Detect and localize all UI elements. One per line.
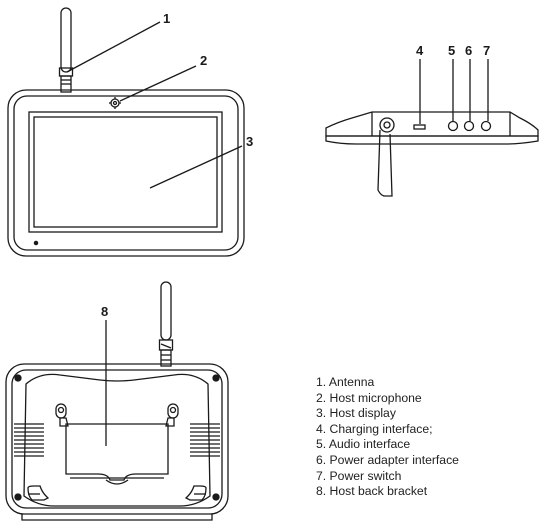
legend-item-power-switch: 7. Power switch [316,468,402,483]
side-housing [325,111,539,145]
microphone-icon [109,97,121,109]
callout-2: 2 [200,53,207,68]
front-view [7,7,245,257]
corner-screws [14,374,220,501]
legend-item-power-adapter-interface: 6. Power adapter interface [316,452,459,467]
front-housing [7,89,245,257]
callout-8: 8 [101,304,108,319]
callout-4: 4 [416,43,424,58]
audio-jack-icon [447,120,459,132]
parts-legend: 1. Antenna 2. Host microphone 3. Host di… [316,375,544,500]
side-stand [377,117,395,197]
foot-left [27,485,50,501]
legend-item-audio-interface: 5. Audio interface [316,437,411,452]
side-view [325,59,539,197]
bracket-hinge-left [55,403,69,427]
legend-item-host-display: 3. Host display [316,406,396,421]
leader-line-3 [149,145,243,189]
front-indicator-dot [33,240,39,246]
legend-item-host-back-bracket: 8. Host back bracket [316,484,428,499]
callout-1: 1 [163,11,170,26]
power-adapter-port-icon [463,120,475,132]
legend-item-charging-interface: 4. Charging interface; [316,421,433,436]
callout-6: 6 [465,43,472,58]
legend-item-antenna: 1. Antenna [316,375,375,389]
speaker-grille-right [190,423,220,457]
back-view [5,281,229,521]
leader-line-1 [66,21,161,73]
back-housing [5,363,229,521]
foot-right [184,485,207,501]
front-antenna [58,7,74,93]
charging-port-icon [413,124,426,130]
back-antenna [158,281,174,367]
speaker-grille-left [14,423,44,457]
callout-3: 3 [246,134,253,149]
display-screen [33,116,218,228]
power-switch-icon [480,120,492,132]
legend-item-host-microphone: 2. Host microphone [316,390,422,405]
bracket-hinge-right [165,403,179,427]
back-bracket [65,423,169,485]
display-bezel [28,111,223,233]
leader-line-2 [119,65,197,102]
callout-7: 7 [483,43,490,58]
callout-5: 5 [448,43,455,58]
